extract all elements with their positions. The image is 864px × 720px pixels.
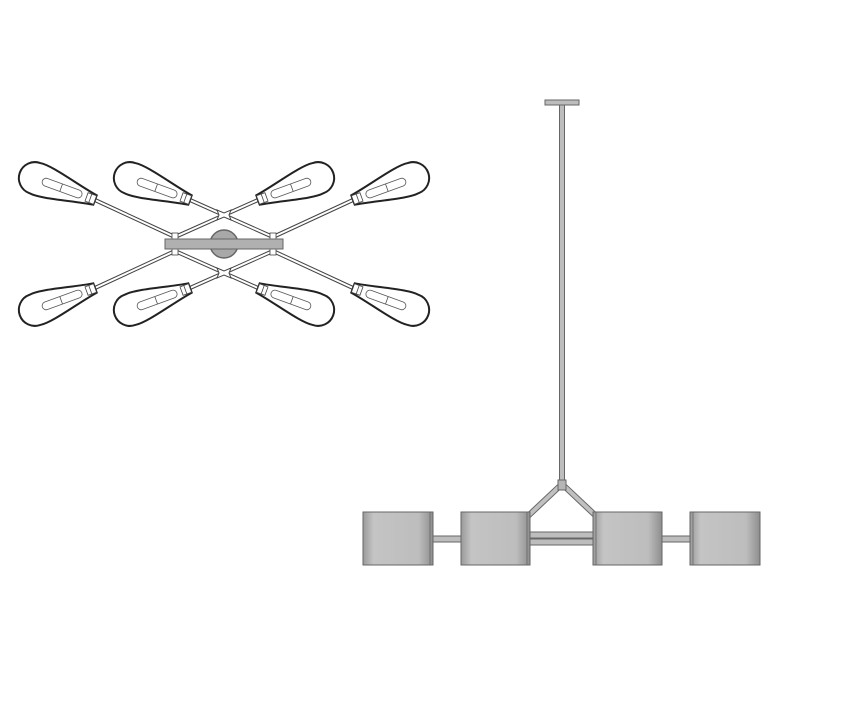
arm-crossing-lower [216, 267, 232, 279]
connector-right [660, 535, 692, 543]
rod-connector [557, 479, 567, 491]
shade-7 [251, 271, 340, 332]
shade-6 [108, 271, 197, 332]
arms [94, 198, 354, 290]
shade-8 [346, 271, 435, 332]
side-view [362, 99, 761, 566]
shade-5 [13, 271, 102, 332]
shade-4 [346, 156, 435, 217]
connector-left [431, 535, 463, 543]
shade-2 [108, 156, 197, 217]
side-shade-1 [362, 511, 434, 566]
shade-1 [13, 156, 102, 217]
side-shade-4 [689, 511, 761, 566]
connector-center-bottom [528, 538, 595, 546]
ceiling-plate [544, 99, 580, 106]
shade-3 [251, 156, 340, 217]
side-shade-2 [460, 511, 531, 566]
connector-center-top [528, 531, 595, 539]
down-rod [559, 104, 565, 484]
side-shade-3 [592, 511, 663, 566]
top-view [13, 156, 435, 332]
center-bar [164, 238, 284, 250]
arm-crossing-upper [216, 209, 232, 221]
